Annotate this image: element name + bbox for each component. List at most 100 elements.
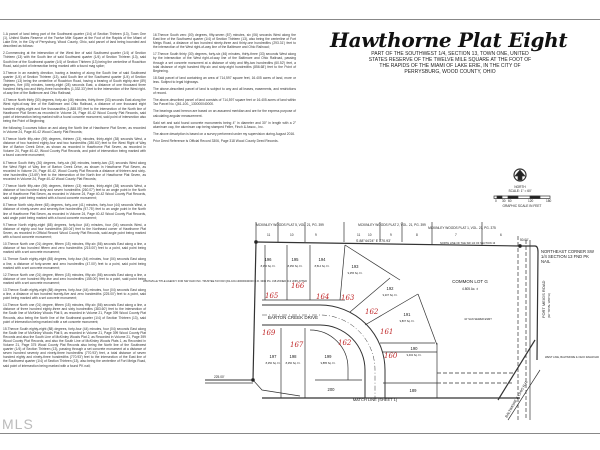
match-line: MATCH LINE (SHEET 1) (353, 397, 398, 402)
handwritten-lot-number: 165 (265, 292, 279, 300)
lot-area: 8,250 Sq. Ft. (288, 264, 303, 268)
graphic-scale-label: GRAPHIC SCALE IN FEET (503, 204, 542, 208)
legal-paragraph: 11.Thence South eighty-eight (88) degree… (3, 257, 146, 270)
legal-description-middle: 16.Thence South zero (00) degrees, fifty… (153, 33, 296, 146)
lot-area: 9,207 Sq. Ft. (383, 293, 398, 297)
legal-paragraph: 2.Commencing at the intersection of the … (3, 51, 146, 68)
plat-title: Hawthorne Plat Eight (330, 28, 568, 52)
legal-paragraph: 14.Thence North one (01) degree, fifteen… (3, 303, 146, 324)
legal-paragraph: 16.Thence South zero (00) degrees, fifty… (153, 33, 296, 50)
legal-paragraph: 6.Thence South thirty (30) degrees, fort… (3, 160, 146, 181)
north-line-label: NORTH LINE OF THE SW 1/4 OF SECTION 13 (440, 241, 496, 245)
mckinley-lot: 10 (290, 233, 294, 237)
legal-paragraph: 18.Said parcel of land containing an are… (153, 75, 296, 84)
legal-paragraph: 7.Thence North fifty-nine (59) degrees, … (3, 184, 146, 201)
mckinley-woods-plat1: MCKINLEY WOODS PLAT 1, VOL. 21, PG. 375 (428, 226, 496, 230)
lot-area: 9,255 Sq. Ft. (348, 271, 363, 275)
lot-area: 8,250 Sq. Ft. (261, 264, 276, 268)
mckinley-woods-plat5: MCKINLEY WOODS PLAT 5, VOL. 21, PG. 399 (256, 223, 324, 227)
mckinley-lot: 11 (267, 233, 271, 237)
legal-paragraph: The above description is based on a surv… (153, 131, 296, 136)
legal-paragraph: Said set and said found concrete monumen… (153, 120, 296, 129)
lot-area: 8,250 Sq. Ft. (286, 361, 301, 365)
mckinley-lot: 9 (315, 233, 317, 237)
handwritten-lot-number: 163 (341, 294, 355, 302)
mckinley-lot: 11 (357, 233, 361, 237)
legal-paragraph: 1.A parcel of land being part of the Sou… (3, 32, 146, 49)
lot-number: 198 (290, 354, 298, 359)
mckinley-lot: 10 (368, 233, 372, 237)
lot-area: 9,885 Sq. Ft. (321, 361, 336, 365)
scale-tick: 180 (546, 199, 552, 203)
bottom-rule (0, 433, 600, 434)
handwritten-lot-number: 169 (262, 329, 276, 337)
north-line-bearing: S 88°44'24" E 770.93' (356, 239, 391, 243)
common-lot-area: 4.805 Ac. ± (462, 287, 478, 291)
legal-paragraph: The bearings used hereon are based on an… (153, 109, 296, 118)
lot-area: 9,807 Sq. Ft. (400, 319, 415, 323)
legal-paragraph: 12.Thence North one (01) degree, fifteen… (3, 272, 146, 285)
scale-tick: 120 (528, 199, 534, 203)
lot-number: 194 (319, 257, 327, 262)
lot-number: 192 (387, 286, 395, 291)
legal-description-left: 1.A parcel of land being part of the Sou… (3, 32, 146, 371)
scale-tick: 30 (502, 199, 506, 203)
lot-number: 199 (325, 354, 333, 359)
handwritten-lot-number: 164 (316, 293, 329, 301)
railroad-label: BALTIMORE & OHIO R.R. (504, 380, 529, 419)
lot-area: 8,514 Sq. Ft. (315, 264, 330, 268)
legal-paragraph: 8.Thence North sixty-three (63) degrees,… (3, 203, 146, 220)
railroad-west-line: WEST LINE, BALTIMORE & OHIO RAILROAD (545, 355, 599, 359)
legal-paragraph: The above-described parcel of land is su… (153, 87, 296, 96)
legal-paragraph: 4.Thence North thirty (30) degrees, fort… (3, 98, 146, 123)
dim-225: 225.00' (214, 375, 225, 379)
lot-number: 200 (328, 387, 336, 392)
legal-paragraph: 9.Thence North eighty-eight (88) degrees… (3, 222, 146, 240)
northeast-corner: NORTHEAST CORNER SW 1/4 SECTION 13 FND P… (541, 249, 594, 264)
lot-number: 196 (265, 257, 273, 262)
handwritten-lot-number: 160 (384, 352, 398, 360)
scale-label: SCALE: 1" = 60' (509, 189, 532, 193)
handwritten-lot-number: 162 (338, 339, 352, 347)
top-rule (0, 19, 600, 20)
lot-number: 193 (352, 264, 360, 269)
mckinley-lot: 7 (455, 233, 457, 237)
dim-50: 50.00' (520, 238, 529, 242)
mckinley-lot: 9 (390, 233, 392, 237)
common-lot: COMMON LOT G (452, 279, 488, 284)
handwritten-lot-number: 166 (291, 282, 305, 290)
lot-number: 197 (270, 354, 278, 359)
legal-paragraph: 17.Thence South thirty (30) degrees, for… (153, 52, 296, 73)
lot-number: 189 (410, 388, 418, 393)
lot-number: 195 (292, 257, 300, 262)
lot-number: 190 (411, 346, 419, 351)
handwritten-lot-number: 162 (365, 308, 379, 316)
lot-area: 8,250 Sq. Ft. (266, 361, 281, 365)
street-name: BARTON CREEK DRIVE (268, 315, 318, 320)
road-width: (60' TOTAL WIDTH) (547, 293, 551, 318)
scale-tick: 60 (508, 199, 512, 203)
mckinley-woods-plat2: MCKINLEY WOODS PLAT 2, VOL. 21, PG. 399 (358, 223, 426, 227)
graphic-scale-bar (493, 195, 551, 199)
legal-paragraph: Prior Deed Reference is Official Record … (153, 138, 279, 143)
road-name: FORT MEIGS ROAD (541, 280, 546, 318)
sewer-easement: 10' SAN SEWER ESMT (464, 317, 492, 321)
north-label: NORTH (514, 185, 526, 189)
mckinley-lot: 6 (500, 233, 502, 237)
mls-watermark: MLS (2, 416, 34, 432)
legal-paragraph: The above-described parcel of land consi… (153, 98, 296, 107)
legal-paragraph: 3.Thence in an easterly direction, havin… (3, 70, 146, 96)
lot-number: 191 (404, 312, 412, 317)
handwritten-lot-number: 167 (290, 341, 304, 349)
legal-paragraph: the following 3 courses follow on and al… (3, 125, 146, 134)
legal-paragraph: 10.Thence North one (01) degree, fifteen… (3, 242, 146, 255)
title-agency: LOUISVILLE TITLE AGENCY FOR NW OHIO INC.… (143, 279, 307, 283)
legal-paragraph: 5.Thence North fifty-nine (59) degrees, … (3, 137, 146, 158)
scale-tick: 0 (495, 199, 497, 203)
handwritten-lot-number: 161 (380, 328, 393, 336)
plat-subtitle: PART OF THE SOUTHWEST 1/4, SECTION 13, T… (368, 51, 532, 75)
lot-area: 9,402 Sq. Ft. (407, 353, 422, 357)
legal-paragraph: 13.Thence South eighty-eight (88) degree… (3, 287, 146, 301)
legal-paragraph: 15.Thence South eighty-eight (88) degree… (3, 326, 146, 368)
